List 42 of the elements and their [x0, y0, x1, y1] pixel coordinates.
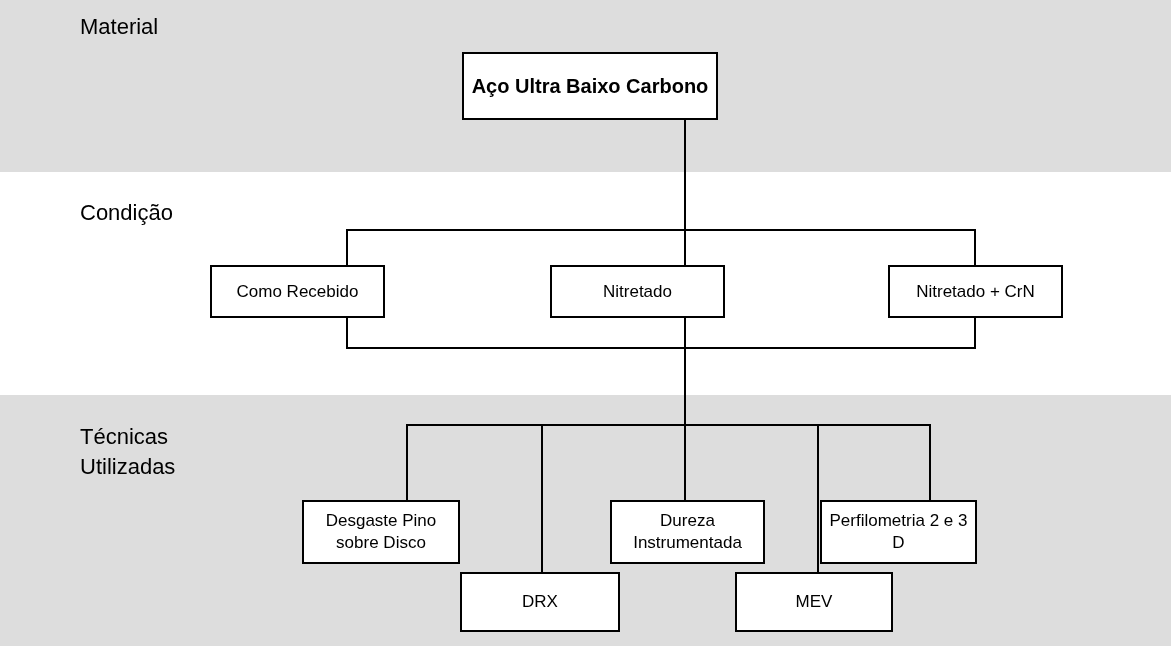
- box-label: DRX: [521, 591, 559, 613]
- box-label: Nitretado + CrN: [915, 280, 1036, 303]
- box-label: MEV: [794, 591, 834, 613]
- box-label: Perfilometria 2 e 3 D: [828, 510, 969, 554]
- box-label: Aço Ultra Baixo Carbono: [470, 75, 710, 97]
- connector-line: [346, 317, 348, 349]
- connector-line: [684, 229, 976, 231]
- process-box: [302, 500, 460, 564]
- box-label: Dureza Instrumentada: [632, 510, 743, 554]
- process-box: [210, 265, 385, 318]
- connector-line: [684, 424, 686, 501]
- connector-line: [406, 424, 408, 501]
- connector-line: [974, 229, 976, 266]
- connector-line: [817, 424, 819, 573]
- connector-line: [406, 424, 543, 426]
- connector-line: [684, 229, 686, 266]
- box-label: Nitretado: [602, 280, 673, 303]
- connector-line: [684, 424, 819, 426]
- connector-line: [974, 317, 976, 349]
- connector-line: [684, 317, 686, 349]
- section-label: Material: [80, 13, 159, 41]
- connector-line: [684, 119, 686, 231]
- section-label: Condição: [80, 199, 173, 227]
- connector-line: [541, 424, 686, 426]
- box-label: Desgaste Pino sobre Disco: [324, 510, 438, 554]
- connector-line: [817, 424, 931, 426]
- connector-line: [541, 424, 543, 573]
- connector-line: [929, 424, 931, 501]
- process-box: [550, 265, 725, 318]
- connector-line: [346, 229, 686, 231]
- section-label: Técnicas Utilizadas: [80, 423, 177, 481]
- process-box: [610, 500, 765, 564]
- process-box: [462, 52, 718, 120]
- process-box: [820, 500, 977, 564]
- process-box: [888, 265, 1063, 318]
- process-box: [460, 572, 620, 632]
- box-label: Como Recebido: [235, 280, 360, 303]
- connector-line: [684, 347, 686, 426]
- connector-line: [346, 347, 686, 349]
- process-box: [735, 572, 893, 632]
- connector-line: [346, 229, 348, 266]
- connector-line: [684, 347, 976, 349]
